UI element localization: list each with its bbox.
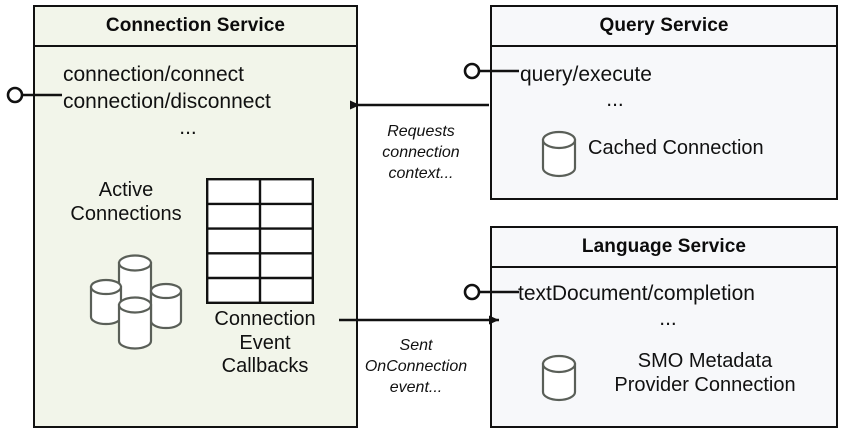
edge-label-line3: context...: [388, 164, 454, 182]
edge-label-requests-connection-context: Requests connection context...: [357, 122, 485, 184]
query-service-title: Query Service: [599, 15, 729, 36]
endpoint-connection-disconnect[interactable]: connection/disconnect: [63, 90, 271, 114]
active-connections-label: Active Connections: [41, 179, 211, 226]
component-query-service[interactable]: Query Service query/execute ... Cached C…: [490, 5, 838, 200]
language-service-body: textDocument/completion ... SMO Metadata…: [492, 266, 836, 426]
edge-label-line1: Requests: [387, 123, 455, 140]
query-service-header: Query Service: [492, 7, 836, 47]
query-service-body: query/execute ... Cached Connection: [492, 45, 836, 198]
endpoint-connection-connect[interactable]: connection/connect: [63, 63, 244, 86]
query-service-endpoints-ellipsis: ...: [606, 88, 624, 112]
active-connections-label-line1: Active: [98, 179, 154, 201]
callbacks-label-line3: Callbacks: [221, 355, 309, 378]
cached-connection-label: Cached Connection: [588, 137, 764, 159]
edge-label-line2: connection: [382, 143, 460, 161]
edge-label-sent-onconnection-event: Sent OnConnection event...: [348, 336, 484, 398]
endpoint-textdocument-completion[interactable]: textDocument/completion: [518, 282, 755, 305]
database-cylinder-icon: [540, 130, 578, 178]
active-connections-label-line2: Connections: [70, 202, 182, 225]
edge-label-line1: Sent: [399, 337, 433, 354]
smo-label-line1: SMO Metadata: [637, 350, 773, 372]
language-service-endpoints-ellipsis: ...: [659, 307, 677, 331]
connection-event-callbacks-label: Connection Event Callbacks: [190, 308, 340, 379]
table-grid-icon: [206, 178, 314, 304]
endpoint-query-execute[interactable]: query/execute: [520, 63, 652, 86]
callbacks-label-line1: Connection: [214, 308, 316, 330]
connection-service-endpoints-ellipsis: ...: [179, 115, 197, 139]
smo-metadata-provider-connection-label: SMO Metadata Provider Connection: [584, 350, 826, 397]
component-language-service[interactable]: Language Service textDocument/completion…: [490, 226, 838, 428]
language-service-header: Language Service: [492, 228, 836, 268]
connection-service-body: connection/connect connection/disconnect…: [35, 45, 356, 426]
edge-label-line2: OnConnection: [364, 357, 468, 375]
database-cluster-icon: [83, 245, 203, 350]
language-service-title: Language Service: [581, 236, 747, 257]
component-connection-service[interactable]: Connection Service connection/connect co…: [33, 5, 358, 428]
callbacks-label-line2: Event: [239, 331, 291, 354]
database-cylinder-icon: [540, 354, 578, 402]
edge-label-line3: event...: [389, 378, 443, 396]
connection-service-header: Connection Service: [35, 7, 356, 47]
smo-label-line2: Provider Connection: [614, 373, 796, 396]
connection-service-title: Connection Service: [105, 15, 286, 36]
